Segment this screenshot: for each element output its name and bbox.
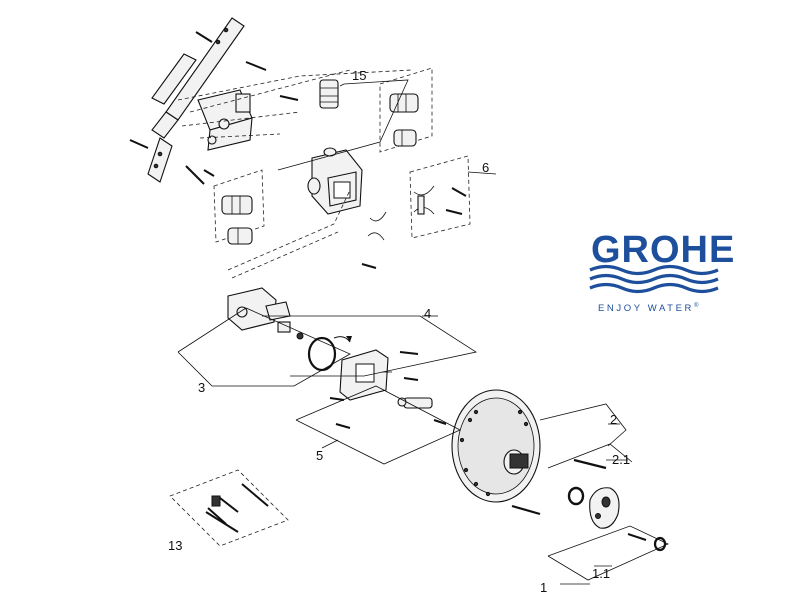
callout-3: 3 [198, 380, 205, 395]
callout-13: 13 [168, 538, 182, 553]
wall-bracket [147, 17, 245, 183]
logo-wordmark: GROHE [591, 229, 735, 271]
escutcheon [451, 389, 541, 503]
adaptor-block [197, 89, 253, 151]
long-screws [511, 458, 607, 516]
logo-tagline: ENJOY WATER® [598, 302, 699, 314]
callout-2: 2 [610, 412, 617, 427]
left-fittings [213, 169, 265, 245]
logo-wave-3 [589, 282, 719, 294]
callout-6: 6 [482, 160, 489, 175]
spindle [335, 397, 447, 429]
logo-wave-1 [589, 264, 719, 276]
grohe-logo: GROHE ENJOY WATER® [589, 229, 735, 314]
callout-15: 15 [352, 68, 366, 83]
valve-body [307, 147, 363, 215]
callout-lines [177, 79, 669, 585]
cartridge-body [227, 287, 304, 340]
callout-4: 4 [424, 306, 431, 321]
callout-1-1: 1.1 [592, 566, 610, 581]
right-fittings [379, 67, 433, 153]
top-fitting [319, 79, 339, 109]
callout-1: 1 [540, 580, 547, 595]
extension-set [169, 469, 289, 547]
handle [567, 486, 667, 552]
logo-wave-2 [589, 273, 719, 285]
construction-lines-upper [177, 69, 413, 279]
bracket-screws [129, 31, 299, 185]
callout-5: 5 [316, 448, 323, 463]
mounting-plate [329, 349, 419, 401]
callout-2-1: 2.1 [612, 452, 630, 467]
pipe-clips [361, 155, 471, 269]
callout-labels: 15 6 4 3 5 2 2.1 13 1 1.1 [168, 68, 630, 595]
